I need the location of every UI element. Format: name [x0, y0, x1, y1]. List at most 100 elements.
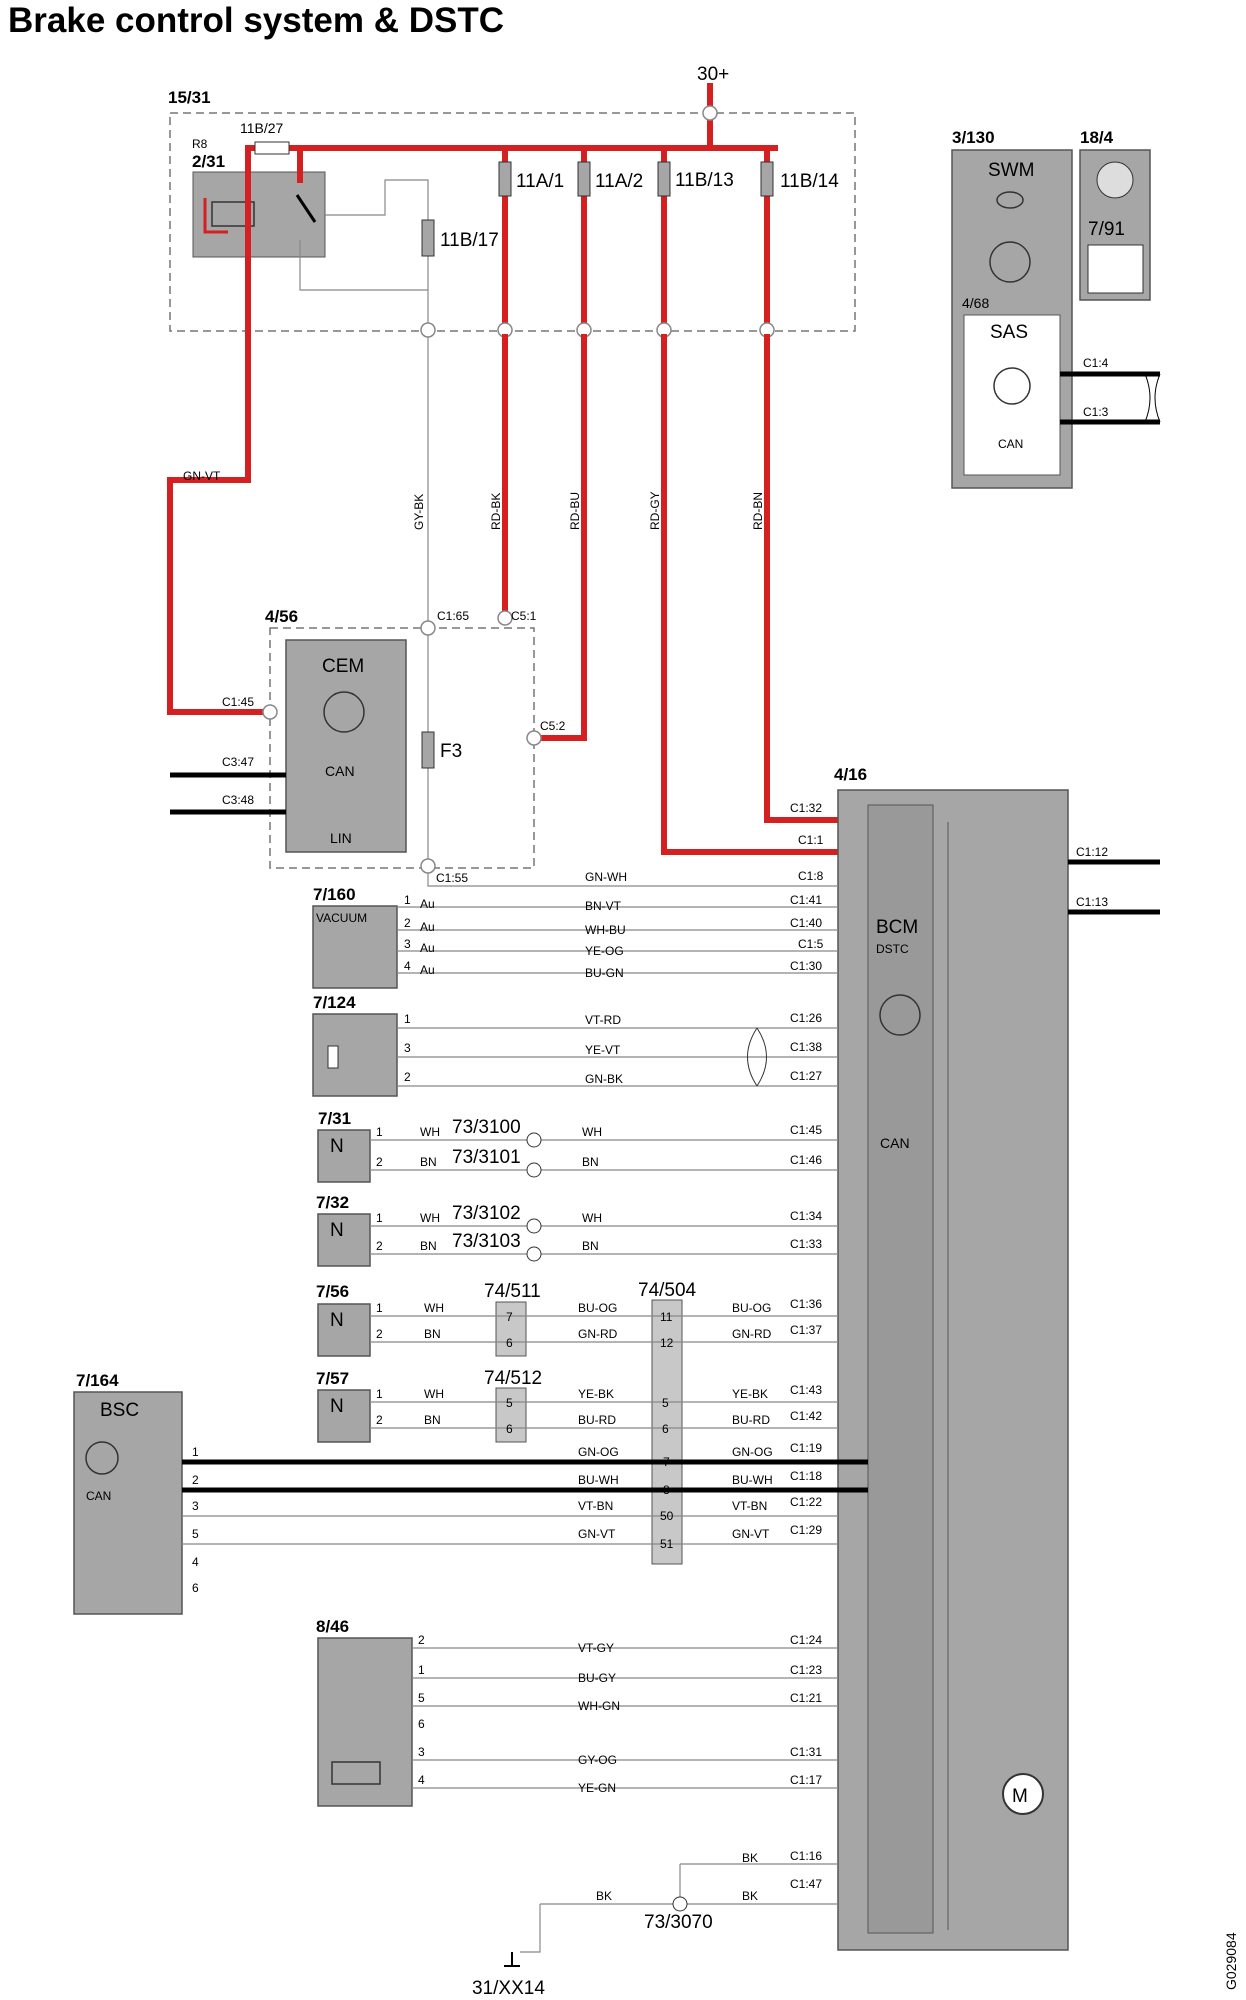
- svg-text:C1:43: C1:43: [790, 1383, 822, 1397]
- bcm-id: 4/16: [834, 765, 867, 784]
- comp-18-4-id: 18/4: [1080, 128, 1114, 147]
- sas-transistor-icon: [993, 367, 1031, 405]
- svg-text:Au: Au: [420, 920, 435, 934]
- svg-text:WH: WH: [424, 1387, 444, 1401]
- doc-id: G029084: [1223, 1932, 1239, 1990]
- lbl-rd-gy: RD-GY: [648, 491, 662, 530]
- svg-text:2: 2: [376, 1155, 383, 1169]
- svg-text:7: 7: [663, 1455, 670, 1469]
- svg-text:C1:5: C1:5: [798, 937, 824, 951]
- svg-text:GN-RD: GN-RD: [732, 1327, 772, 1341]
- fusebox-id: 15/31: [168, 88, 211, 107]
- svg-text:C1:42: C1:42: [790, 1409, 822, 1423]
- svg-text:7/164: 7/164: [76, 1371, 119, 1390]
- relay-id: 2/31: [192, 152, 225, 171]
- twist-icon: [1144, 373, 1161, 423]
- wire-gn-wh: [427, 873, 838, 887]
- node-c1-65: [420, 620, 436, 636]
- pin-c3-47: C3:47: [222, 755, 254, 769]
- pin-c1-45: C1:45: [222, 695, 254, 709]
- lbl-gn-wh: GN-WH: [585, 870, 627, 884]
- fuse-11B-27: [254, 141, 290, 155]
- pin-c1-55: C1:55: [436, 871, 468, 885]
- svg-text:N: N: [330, 1220, 344, 1241]
- svg-text:4: 4: [418, 1773, 425, 1787]
- ground-circuit: BK BK BK C1:16 C1:47 73/3070 31/XX14: [472, 1849, 838, 1999]
- wheel-sensor-7-56: 7/56 N 74/511 1 2 WH BN 7 6 BU-OG GN-RD …: [316, 1281, 838, 1357]
- wire-rd-gy: [661, 334, 871, 855]
- svg-text:4: 4: [192, 1555, 199, 1569]
- motor-label: M: [1012, 1786, 1028, 1807]
- svg-text:GN-BK: GN-BK: [585, 1072, 623, 1086]
- svg-text:YE-VT: YE-VT: [585, 1043, 621, 1057]
- svg-text:BU-WH: BU-WH: [732, 1473, 773, 1487]
- svg-text:C1:26: C1:26: [790, 1011, 822, 1025]
- vacuum-id: 7/160: [313, 885, 356, 904]
- svg-text:C1:16: C1:16: [790, 1849, 822, 1863]
- svg-text:11: 11: [660, 1310, 673, 1324]
- svg-text:YE-OG: YE-OG: [585, 944, 624, 958]
- swm-id: 3/130: [952, 128, 995, 147]
- svg-text:C1:23: C1:23: [790, 1663, 822, 1677]
- svg-text:BN: BN: [582, 1239, 599, 1253]
- svg-text:2: 2: [418, 1633, 425, 1647]
- svg-text:WH: WH: [582, 1125, 602, 1139]
- svg-text:BN-VT: BN-VT: [585, 899, 622, 913]
- svg-text:C1:41: C1:41: [790, 893, 822, 907]
- fuse-11B-14: 11B/14: [760, 145, 839, 333]
- cem-outline: [269, 627, 535, 869]
- bcm-name: BCM: [876, 917, 918, 938]
- svg-text:CAN: CAN: [86, 1489, 111, 1503]
- svg-text:3: 3: [192, 1499, 199, 1513]
- svg-text:GN-OG: GN-OG: [732, 1445, 773, 1459]
- svg-text:7/32: 7/32: [316, 1193, 349, 1212]
- svg-text:73/3103: 73/3103: [452, 1231, 521, 1252]
- cem-box: [285, 639, 407, 853]
- cem-transistor-icon: [323, 691, 365, 733]
- svg-text:BK: BK: [742, 1889, 758, 1903]
- svg-text:GN-RD: GN-RD: [578, 1327, 618, 1341]
- svg-text:73/3102: 73/3102: [452, 1203, 521, 1224]
- svg-text:2: 2: [376, 1239, 383, 1253]
- svg-text:YE-BK: YE-BK: [578, 1387, 614, 1401]
- transistor-icon: [989, 241, 1031, 283]
- cem-can: CAN: [325, 763, 355, 779]
- svg-text:6: 6: [418, 1717, 425, 1731]
- svg-text:11B/17: 11B/17: [440, 230, 499, 251]
- svg-text:WH: WH: [420, 1125, 440, 1139]
- svg-text:73/3100: 73/3100: [452, 1117, 521, 1138]
- lbl-rd-bk: RD-BK: [489, 493, 503, 530]
- fuse-11B-27-label: 11B/27: [240, 120, 284, 136]
- svg-text:BU-RD: BU-RD: [732, 1413, 770, 1427]
- pedal-box: [312, 1013, 398, 1097]
- svg-text:C1:29: C1:29: [790, 1523, 822, 1537]
- lbl-rd-bn: RD-BN: [751, 492, 765, 530]
- lbl-gn-vt: GN-VT: [183, 469, 221, 483]
- svg-text:BU-GN: BU-GN: [585, 966, 624, 980]
- pin-c1-1: C1:1: [798, 833, 824, 847]
- wire-rd-bu: [535, 334, 587, 741]
- svg-text:BN: BN: [420, 1155, 437, 1169]
- svg-text:N: N: [330, 1136, 344, 1157]
- svg-text:1: 1: [192, 1445, 199, 1459]
- svg-text:C1:36: C1:36: [790, 1297, 822, 1311]
- svg-text:C1:24: C1:24: [790, 1633, 822, 1647]
- pedal-id: 7/124: [313, 993, 356, 1012]
- svg-text:Au: Au: [420, 963, 435, 977]
- svg-text:4: 4: [404, 959, 411, 973]
- svg-text:11B/13: 11B/13: [675, 170, 734, 191]
- bcm-transistor-icon: [879, 994, 921, 1036]
- motor-icon: [1002, 1773, 1044, 1815]
- node-c1-45: [262, 704, 278, 720]
- svg-text:7/56: 7/56: [316, 1282, 349, 1301]
- svg-text:C1:45: C1:45: [790, 1123, 822, 1137]
- potentiometer-icon: [327, 1045, 339, 1069]
- svg-text:2: 2: [376, 1327, 383, 1341]
- svg-text:3: 3: [404, 1041, 411, 1055]
- pin-c1-13: C1:13: [1076, 895, 1108, 909]
